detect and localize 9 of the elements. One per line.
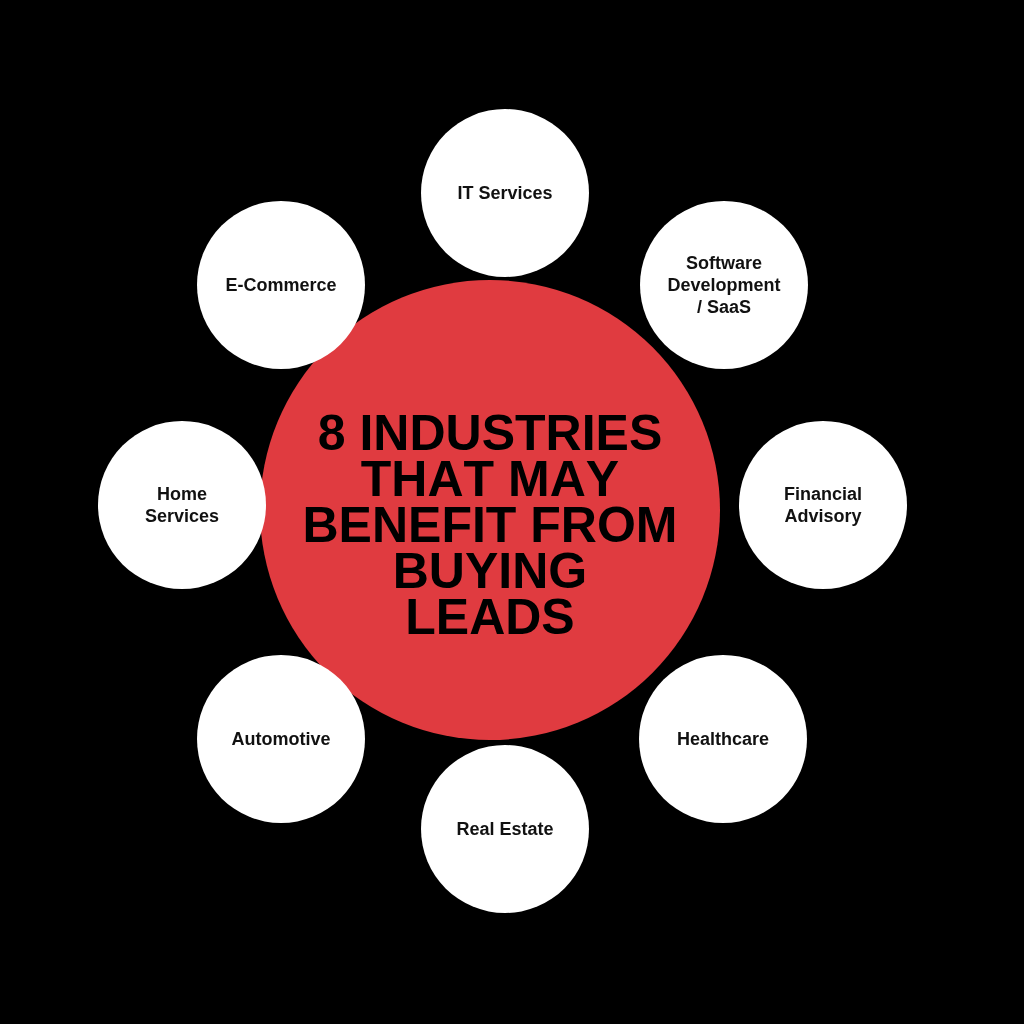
industry-label: IT Services (456, 182, 554, 204)
industry-label: Home Services (143, 483, 221, 527)
industry-label: Financial Advisory (783, 483, 863, 527)
heading-text: 8 INDUSTRIES THAT MAY BENEFIT FROM BUYING LEADS (301, 410, 679, 640)
industry-label: E-Commerce (224, 274, 338, 296)
industry-label: Software Development / SaaS (666, 252, 782, 318)
industry-label: Healthcare (675, 728, 771, 750)
industry-label: Real Estate (455, 818, 555, 840)
industry-label: Automotive (230, 728, 332, 750)
